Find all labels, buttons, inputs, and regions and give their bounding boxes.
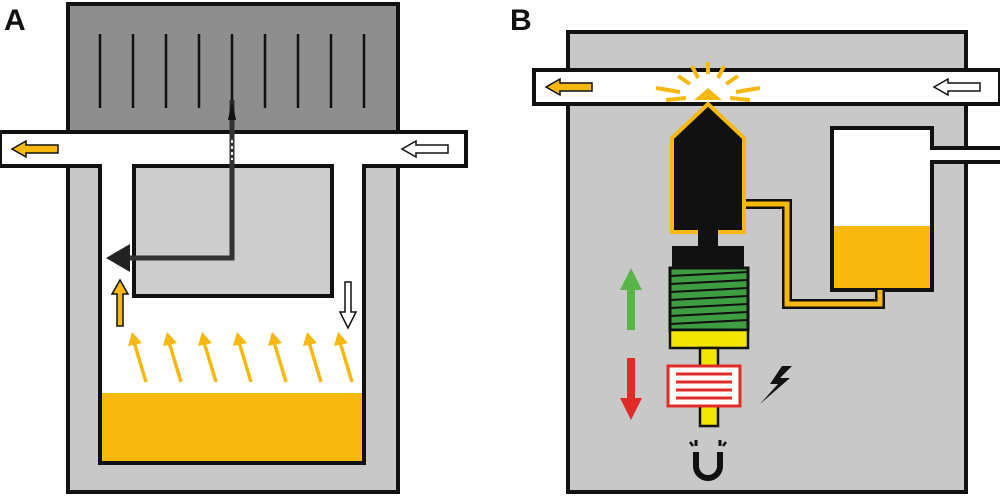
panel-a: A — [0, 2, 468, 494]
arrow-left-icon — [544, 77, 593, 97]
plunger-head — [668, 328, 750, 350]
arrow-down-icon — [620, 358, 642, 420]
liquid-sample — [102, 393, 362, 461]
arrow-left-icon — [932, 77, 981, 97]
arrow-up-icon — [620, 268, 642, 330]
nozzle-stem — [698, 230, 718, 248]
vapor-arrow — [163, 332, 183, 383]
heater-lines — [676, 372, 732, 400]
carrier-pipe — [532, 68, 1000, 106]
arrow-up-icon — [110, 278, 130, 327]
spray-burst-icon — [655, 62, 761, 102]
vapor-arrow — [128, 332, 148, 383]
arrow-down-icon — [338, 281, 358, 330]
horseshoe-magnet-icon — [689, 440, 727, 481]
panel-label-b: B — [510, 4, 532, 37]
vapor-arrow — [198, 332, 218, 383]
nozzle-body — [678, 152, 738, 230]
needle-tip — [228, 100, 236, 120]
vapor-arrow — [303, 332, 323, 383]
detector-grid-lines — [98, 34, 366, 108]
panel-b: B — [510, 4, 1000, 494]
coil-windings — [669, 271, 749, 325]
panel-label-a: A — [4, 4, 26, 37]
reservoir-liquid — [834, 226, 930, 288]
heater-block — [666, 364, 742, 408]
arrow-left-icon — [400, 139, 449, 159]
vapor-arrow — [334, 332, 354, 383]
solenoid-cap — [672, 246, 744, 268]
needle-arrowhead — [106, 244, 130, 272]
vapor-arrows — [128, 332, 354, 383]
arrow-left-icon — [10, 139, 59, 159]
reservoir-pipe — [932, 146, 1000, 164]
vapor-arrow — [233, 332, 253, 383]
vapor-arrow — [268, 332, 288, 383]
